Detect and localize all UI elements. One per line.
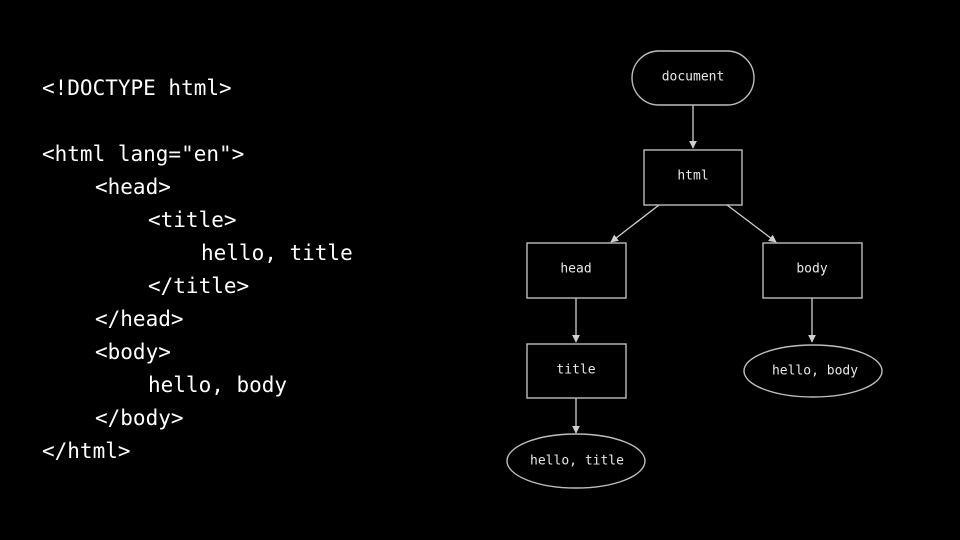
node-label: html [677, 169, 708, 184]
code-line: <title> [148, 208, 237, 232]
edge-html-head [610, 204, 660, 243]
code-line: </html> [42, 439, 131, 463]
html-source-code: <!DOCTYPE html> <html lang="en"> <head> … [42, 72, 353, 468]
code-line: <head> [95, 175, 171, 199]
node-label: hello, title [530, 454, 624, 469]
node-body: body [762, 242, 863, 299]
edge-html-body [726, 204, 777, 243]
node-label: document [662, 70, 725, 85]
code-line: <!DOCTYPE html> [42, 76, 232, 100]
node-hello-title: hello, title [506, 433, 646, 489]
code-line: </head> [95, 307, 184, 331]
code-line: <html lang="en"> [42, 142, 245, 166]
node-head: head [526, 242, 627, 299]
code-line: <body> [95, 340, 171, 364]
code-line: </body> [95, 406, 184, 430]
node-document: document [631, 50, 755, 106]
node-title: title [526, 343, 627, 399]
node-label: hello, body [772, 364, 858, 379]
code-line: hello, body [148, 373, 288, 397]
node-label: title [556, 363, 595, 378]
node-hello-body: hello, body [743, 344, 883, 398]
code-line: hello, title [201, 241, 353, 265]
node-html: html [643, 149, 743, 206]
node-label: body [796, 262, 827, 277]
code-line: </title> [148, 274, 250, 298]
node-label: head [560, 262, 591, 277]
